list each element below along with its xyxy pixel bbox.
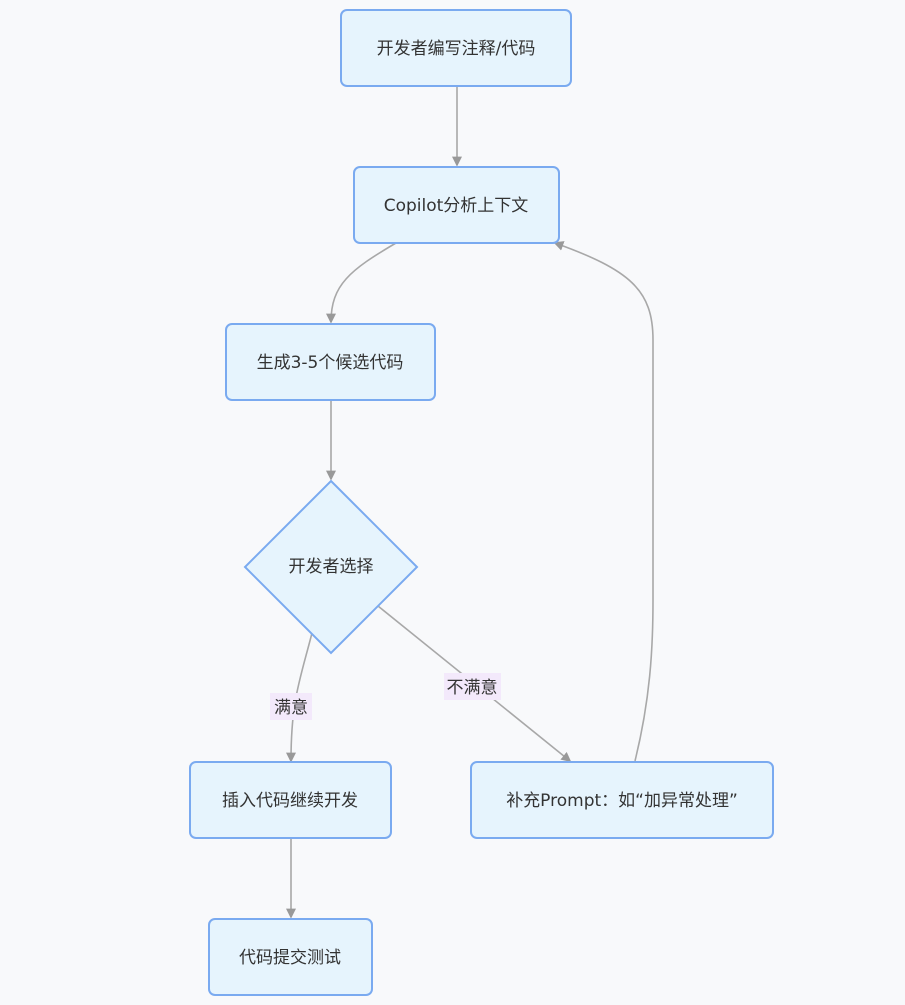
node-prompt-text: 补充Prompt：如“加异常处理” [506,791,738,811]
edge-label-unsatisfied-text: 不满意 [447,678,498,698]
node-insert[interactable]: 插入代码继续开发 [189,761,392,839]
node-choose[interactable]: 开发者选择 [243,479,419,655]
node-commit[interactable]: 代码提交测试 [208,918,373,996]
edge-label-satisfied-text: 满意 [274,698,308,718]
node-commit-text: 代码提交测试 [239,948,341,968]
node-generate-text: 生成3-5个候选代码 [257,353,404,373]
node-write[interactable]: 开发者编写注释/代码 [340,9,572,87]
edge-prompt-to-analyze [553,241,654,762]
node-write-text: 开发者编写注释/代码 [377,39,536,59]
edge-label-unsatisfied: 不满意 [444,673,501,700]
node-choose-text: 开发者选择 [289,557,374,577]
edge-analyze-to-generate [326,242,397,324]
node-analyze[interactable]: Copilot分析上下文 [353,166,560,244]
edge-choose-to-insert [286,632,313,763]
node-generate[interactable]: 生成3-5个候选代码 [225,323,436,401]
node-analyze-text: Copilot分析上下文 [384,196,529,216]
node-insert-text: 插入代码继续开发 [222,791,358,811]
node-prompt[interactable]: 补充Prompt：如“加异常处理” [470,761,774,839]
edge-label-satisfied: 满意 [270,693,312,720]
